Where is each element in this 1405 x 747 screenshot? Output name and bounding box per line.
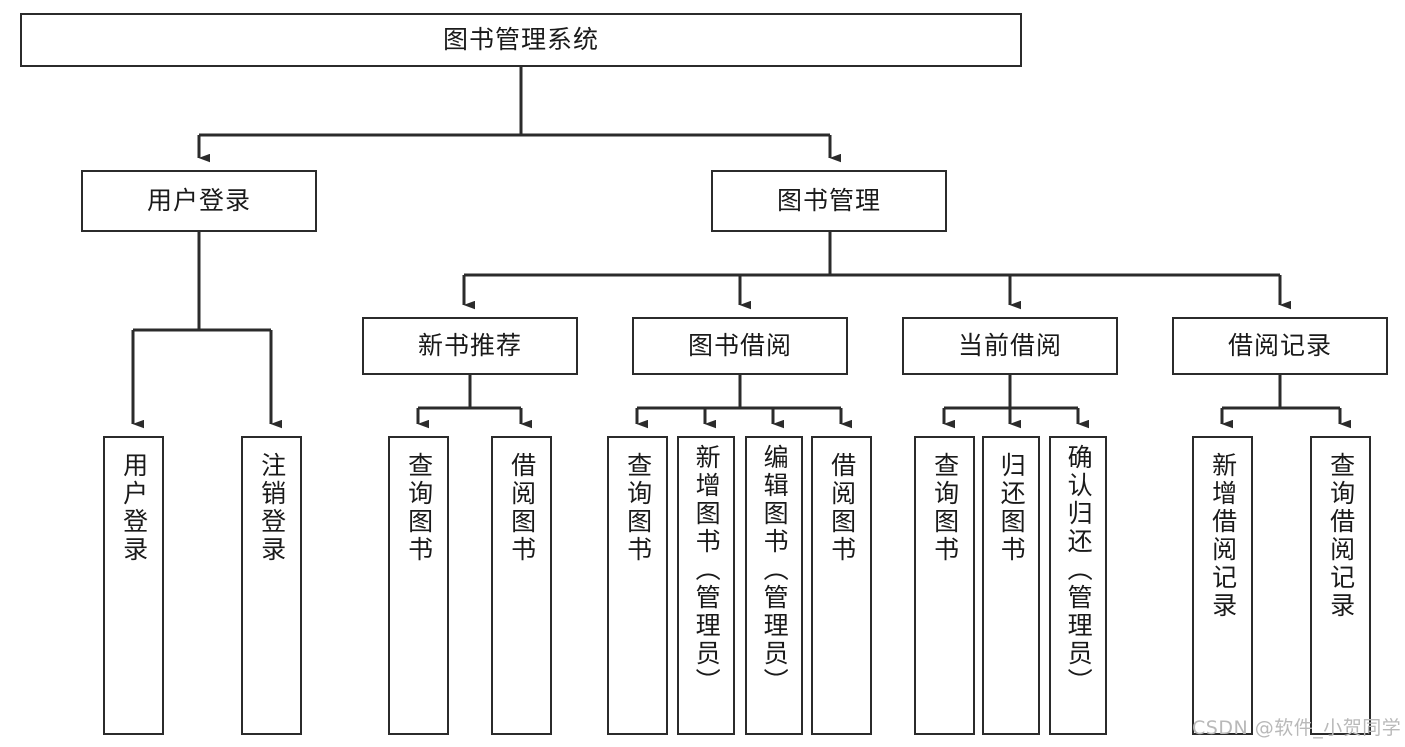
node-leaf-rec-borrow[interactable]: 借阅图书	[491, 436, 552, 735]
node-borrow-record[interactable]: 借阅记录	[1172, 317, 1388, 375]
node-new-book-rec[interactable]: 新书推荐	[362, 317, 578, 375]
node-leaf-borrow-edit[interactable]: 编辑图书（管理员）	[745, 436, 803, 735]
node-book-admin[interactable]: 图书管理	[711, 170, 947, 232]
node-book-borrow-label: 图书借阅	[687, 331, 792, 361]
node-new-book-rec-label: 新书推荐	[417, 331, 522, 361]
node-leaf-user-logout[interactable]: 注销登录	[241, 436, 302, 735]
node-leaf-rec-query[interactable]: 查询图书	[388, 436, 449, 735]
node-leaf-rec-query2-label: 查询借阅记录	[1326, 452, 1356, 620]
node-leaf-rec-add-label: 新增借阅记录	[1208, 452, 1238, 620]
node-leaf-rec-query-label: 查询图书	[404, 452, 434, 564]
node-leaf-borrow-query[interactable]: 查询图书	[607, 436, 668, 735]
node-leaf-cur-confirm[interactable]: 确认归还（管理员）	[1049, 436, 1107, 735]
csdn-watermark: CSDN @软件_小贺同学	[1192, 717, 1402, 739]
node-leaf-cur-query-label: 查询图书	[930, 452, 960, 564]
node-leaf-cur-return[interactable]: 归还图书	[982, 436, 1040, 735]
node-leaf-borrow-edit-label: 编辑图书（管理员）	[760, 444, 790, 696]
node-leaf-user-login[interactable]: 用户登录	[103, 436, 164, 735]
node-leaf-borrow-add[interactable]: 新增图书（管理员）	[677, 436, 735, 735]
node-leaf-user-logout-label: 注销登录	[257, 452, 287, 564]
node-user-login-label: 用户登录	[146, 186, 251, 216]
node-current-borrow[interactable]: 当前借阅	[902, 317, 1118, 375]
node-current-borrow-label: 当前借阅	[957, 331, 1062, 361]
node-root-label: 图书管理系统	[442, 25, 599, 55]
node-user-login[interactable]: 用户登录	[81, 170, 317, 232]
node-root[interactable]: 图书管理系统	[20, 13, 1022, 67]
node-leaf-cur-return-label: 归还图书	[997, 452, 1027, 564]
node-book-borrow[interactable]: 图书借阅	[632, 317, 848, 375]
node-leaf-rec-query2[interactable]: 查询借阅记录	[1310, 436, 1371, 735]
node-leaf-rec-add[interactable]: 新增借阅记录	[1192, 436, 1253, 735]
node-leaf-cur-query[interactable]: 查询图书	[914, 436, 975, 735]
node-borrow-record-label: 借阅记录	[1227, 331, 1332, 361]
node-leaf-borrow-add-label: 新增图书（管理员）	[692, 444, 722, 696]
node-leaf-borrow-do[interactable]: 借阅图书	[811, 436, 872, 735]
node-leaf-user-login-label: 用户登录	[119, 452, 149, 564]
node-leaf-rec-borrow-label: 借阅图书	[507, 452, 537, 564]
node-book-admin-label: 图书管理	[776, 186, 881, 216]
node-leaf-borrow-query-label: 查询图书	[623, 452, 653, 564]
node-leaf-cur-confirm-label: 确认归还（管理员）	[1064, 444, 1094, 696]
node-leaf-borrow-do-label: 借阅图书	[827, 452, 857, 564]
